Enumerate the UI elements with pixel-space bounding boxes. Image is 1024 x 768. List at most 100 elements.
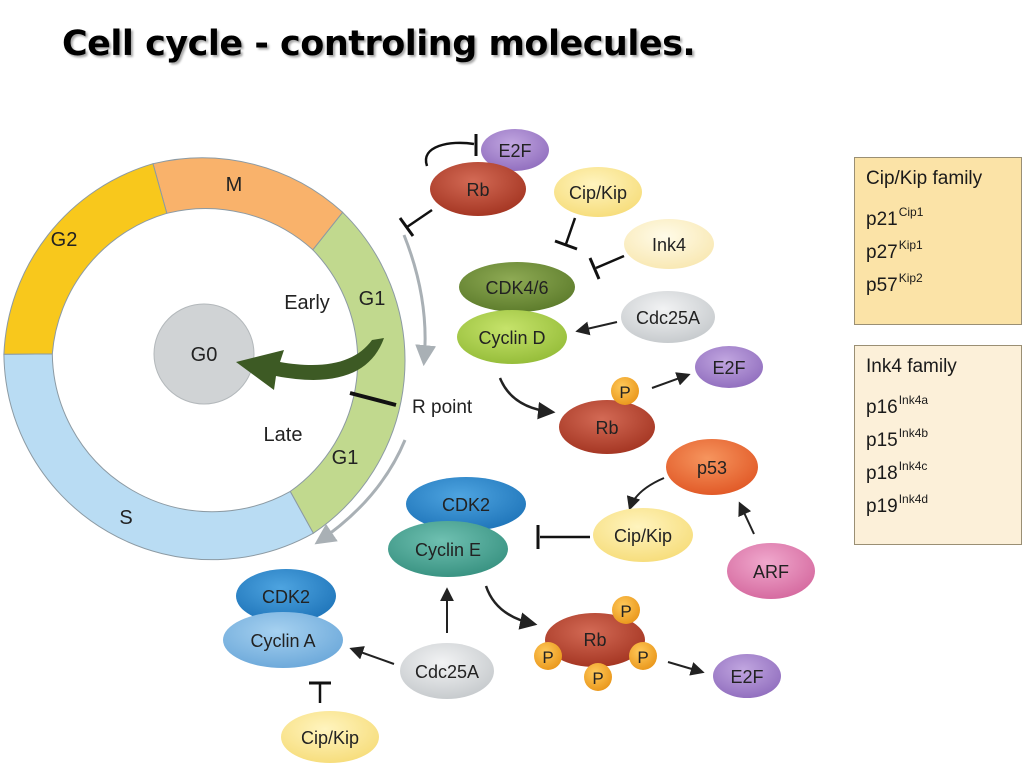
e2f-top-node	[481, 129, 549, 171]
cipkip-mid-label: Cip/Kip	[614, 526, 672, 546]
cipkip-inhibits-cdk46-bar	[554, 239, 578, 251]
phospho-bottom-bottom-label: P	[592, 669, 603, 688]
cyclin-e-phosphorylates-rb-arrow	[484, 585, 538, 630]
legend-cipkip-item: p21Cip1	[866, 196, 1021, 230]
rb-mid-node	[559, 400, 655, 454]
g2-phase-label: G2	[51, 229, 78, 251]
legend-ink4-item: p15Ink4b	[866, 417, 1021, 451]
phospho-bottom-left-node	[534, 642, 562, 670]
e2f-bottom-label: E2F	[730, 667, 763, 687]
cdc25a-activates-cyclin-d-arrow	[575, 321, 618, 336]
p53-node	[666, 439, 758, 495]
cdk2-a-node	[236, 569, 336, 623]
cdc25a-right-node	[621, 291, 715, 343]
legend-ink4-item-base: p16	[866, 397, 898, 418]
m-phase-label: M	[226, 174, 243, 196]
arf-activates-p53-arrow	[738, 501, 755, 535]
cipkip-bottom-node	[281, 711, 379, 763]
phospho-bottom-right-label: P	[637, 648, 648, 667]
cyclin-e-node	[388, 521, 508, 577]
legend-cipkip-item-sup: Kip1	[898, 238, 923, 252]
cdk2-a-label: CDK2	[262, 587, 310, 607]
r-point-marker	[349, 391, 397, 407]
rb-inhibits-g1-line	[406, 208, 433, 229]
legend-ink4-item-sup: Ink4d	[898, 492, 929, 506]
legend-cipkip-item-base: p57	[866, 275, 898, 296]
gray-arrow-bottom	[314, 439, 407, 545]
rb-bottom-label: Rb	[583, 630, 606, 650]
phospho-bottom-top-label: P	[620, 602, 631, 621]
cipkip-top-label: Cip/Kip	[569, 183, 627, 203]
legend-cipkip-item: p57Kip2	[866, 262, 1021, 296]
phospho-bottom-bottom-node	[584, 663, 612, 691]
legend-ink4-item: p19Ink4d	[866, 483, 1021, 517]
e2f-rb-inhibition-curve	[424, 141, 475, 167]
rb-bottom-node	[545, 613, 645, 667]
g0-exit-arrow	[236, 338, 384, 390]
legend-cipkip-item-base: p21	[866, 209, 898, 230]
p53-label: p53	[697, 458, 727, 478]
phospho-bottom-right-node	[629, 642, 657, 670]
legend-ink4-item-sup: Ink4c	[898, 459, 928, 473]
cdc25a-right-label: Cdc25A	[636, 308, 700, 328]
legend-cipkip-item-sup: Cip1	[898, 205, 924, 219]
phospho-mid-label: P	[619, 383, 630, 402]
cyclin-a-label: Cyclin A	[250, 631, 315, 651]
cipkip-top-node	[554, 167, 642, 217]
legend-ink4-item: p16Ink4a	[866, 384, 1021, 418]
cyclin-d-label: Cyclin D	[478, 328, 545, 348]
cdc25a-bottom-label: Cdc25A	[415, 662, 479, 682]
legend-ink4-item-sup: Ink4a	[898, 393, 929, 407]
m-phase-segment	[152, 157, 344, 251]
cipkip-mid-node	[593, 508, 693, 562]
legend-ink4-title: Ink4 family	[866, 356, 957, 377]
legend-cipkip-item-base: p27	[866, 242, 898, 263]
cyclin-e-label: Cyclin E	[415, 540, 481, 560]
cell-cycle-ring	[3, 157, 406, 561]
legend-ink4-item-base: p19	[866, 496, 898, 517]
rb-releases-e2f-mid-arrow	[651, 372, 691, 389]
legend-ink4-item: p18Ink4c	[866, 450, 1021, 484]
rb-top-label: Rb	[466, 180, 489, 200]
g1-late-label: G1	[332, 447, 359, 469]
cdk2-e-node	[406, 477, 526, 531]
cyclin-d-phosphorylates-rb-arrow	[498, 377, 556, 420]
s-phase-label: S	[119, 507, 132, 529]
legend-ink4-item-base: p15	[866, 430, 898, 451]
ink4-inhibits-cdk46-bar	[588, 257, 601, 280]
e2f-mid-node	[695, 346, 763, 388]
legend-cipkip-item: p27Kip1	[866, 229, 1021, 263]
ink4-node	[624, 219, 714, 269]
slide-title: Cell cycle - controling molecules.	[62, 24, 696, 64]
cyclin-d-node	[457, 310, 567, 364]
legend-cipkip-family: Cip/Kip family p21Cip1 p27Kip1 p57Kip2	[854, 157, 1022, 325]
rb-top-node	[430, 162, 526, 216]
arf-label: ARF	[753, 562, 789, 582]
e2f-mid-label: E2F	[712, 358, 745, 378]
p53-induces-cipkip-arrow	[626, 477, 665, 511]
legend-cipkip-item-sup: Kip2	[898, 271, 923, 285]
rb-mid-label: Rb	[595, 418, 618, 438]
g1-early-label: G1	[359, 288, 386, 310]
cdk2-e-label: CDK2	[442, 495, 490, 515]
legend-ink4-family: Ink4 family p16Ink4a p15Ink4b p18Ink4c p…	[854, 345, 1022, 545]
e2f-top-label: E2F	[498, 141, 531, 161]
early-label: Early	[284, 292, 330, 314]
e2f-bottom-node	[713, 654, 781, 698]
g0-label: G0	[191, 344, 218, 366]
cdc25a-activates-cyclin-a-arrow	[349, 646, 395, 665]
cdc25a-bottom-node	[400, 643, 494, 699]
g0-circle	[153, 303, 255, 405]
ink4-label: Ink4	[652, 235, 686, 255]
legend-cipkip-title: Cip/Kip family	[866, 168, 983, 189]
cyclin-a-node	[223, 612, 343, 668]
ink4-inhibits-cdk46-line	[595, 254, 625, 270]
gray-arrow-top	[402, 234, 437, 367]
cdk46-node	[459, 262, 575, 312]
phospho-bottom-left-label: P	[542, 648, 553, 667]
rb-releases-e2f-bottom-arrow	[667, 661, 705, 676]
legend-ink4-item-base: p18	[866, 463, 898, 484]
r-point-label: R point	[412, 397, 473, 418]
rb-inhibits-g1-bar	[398, 217, 415, 237]
